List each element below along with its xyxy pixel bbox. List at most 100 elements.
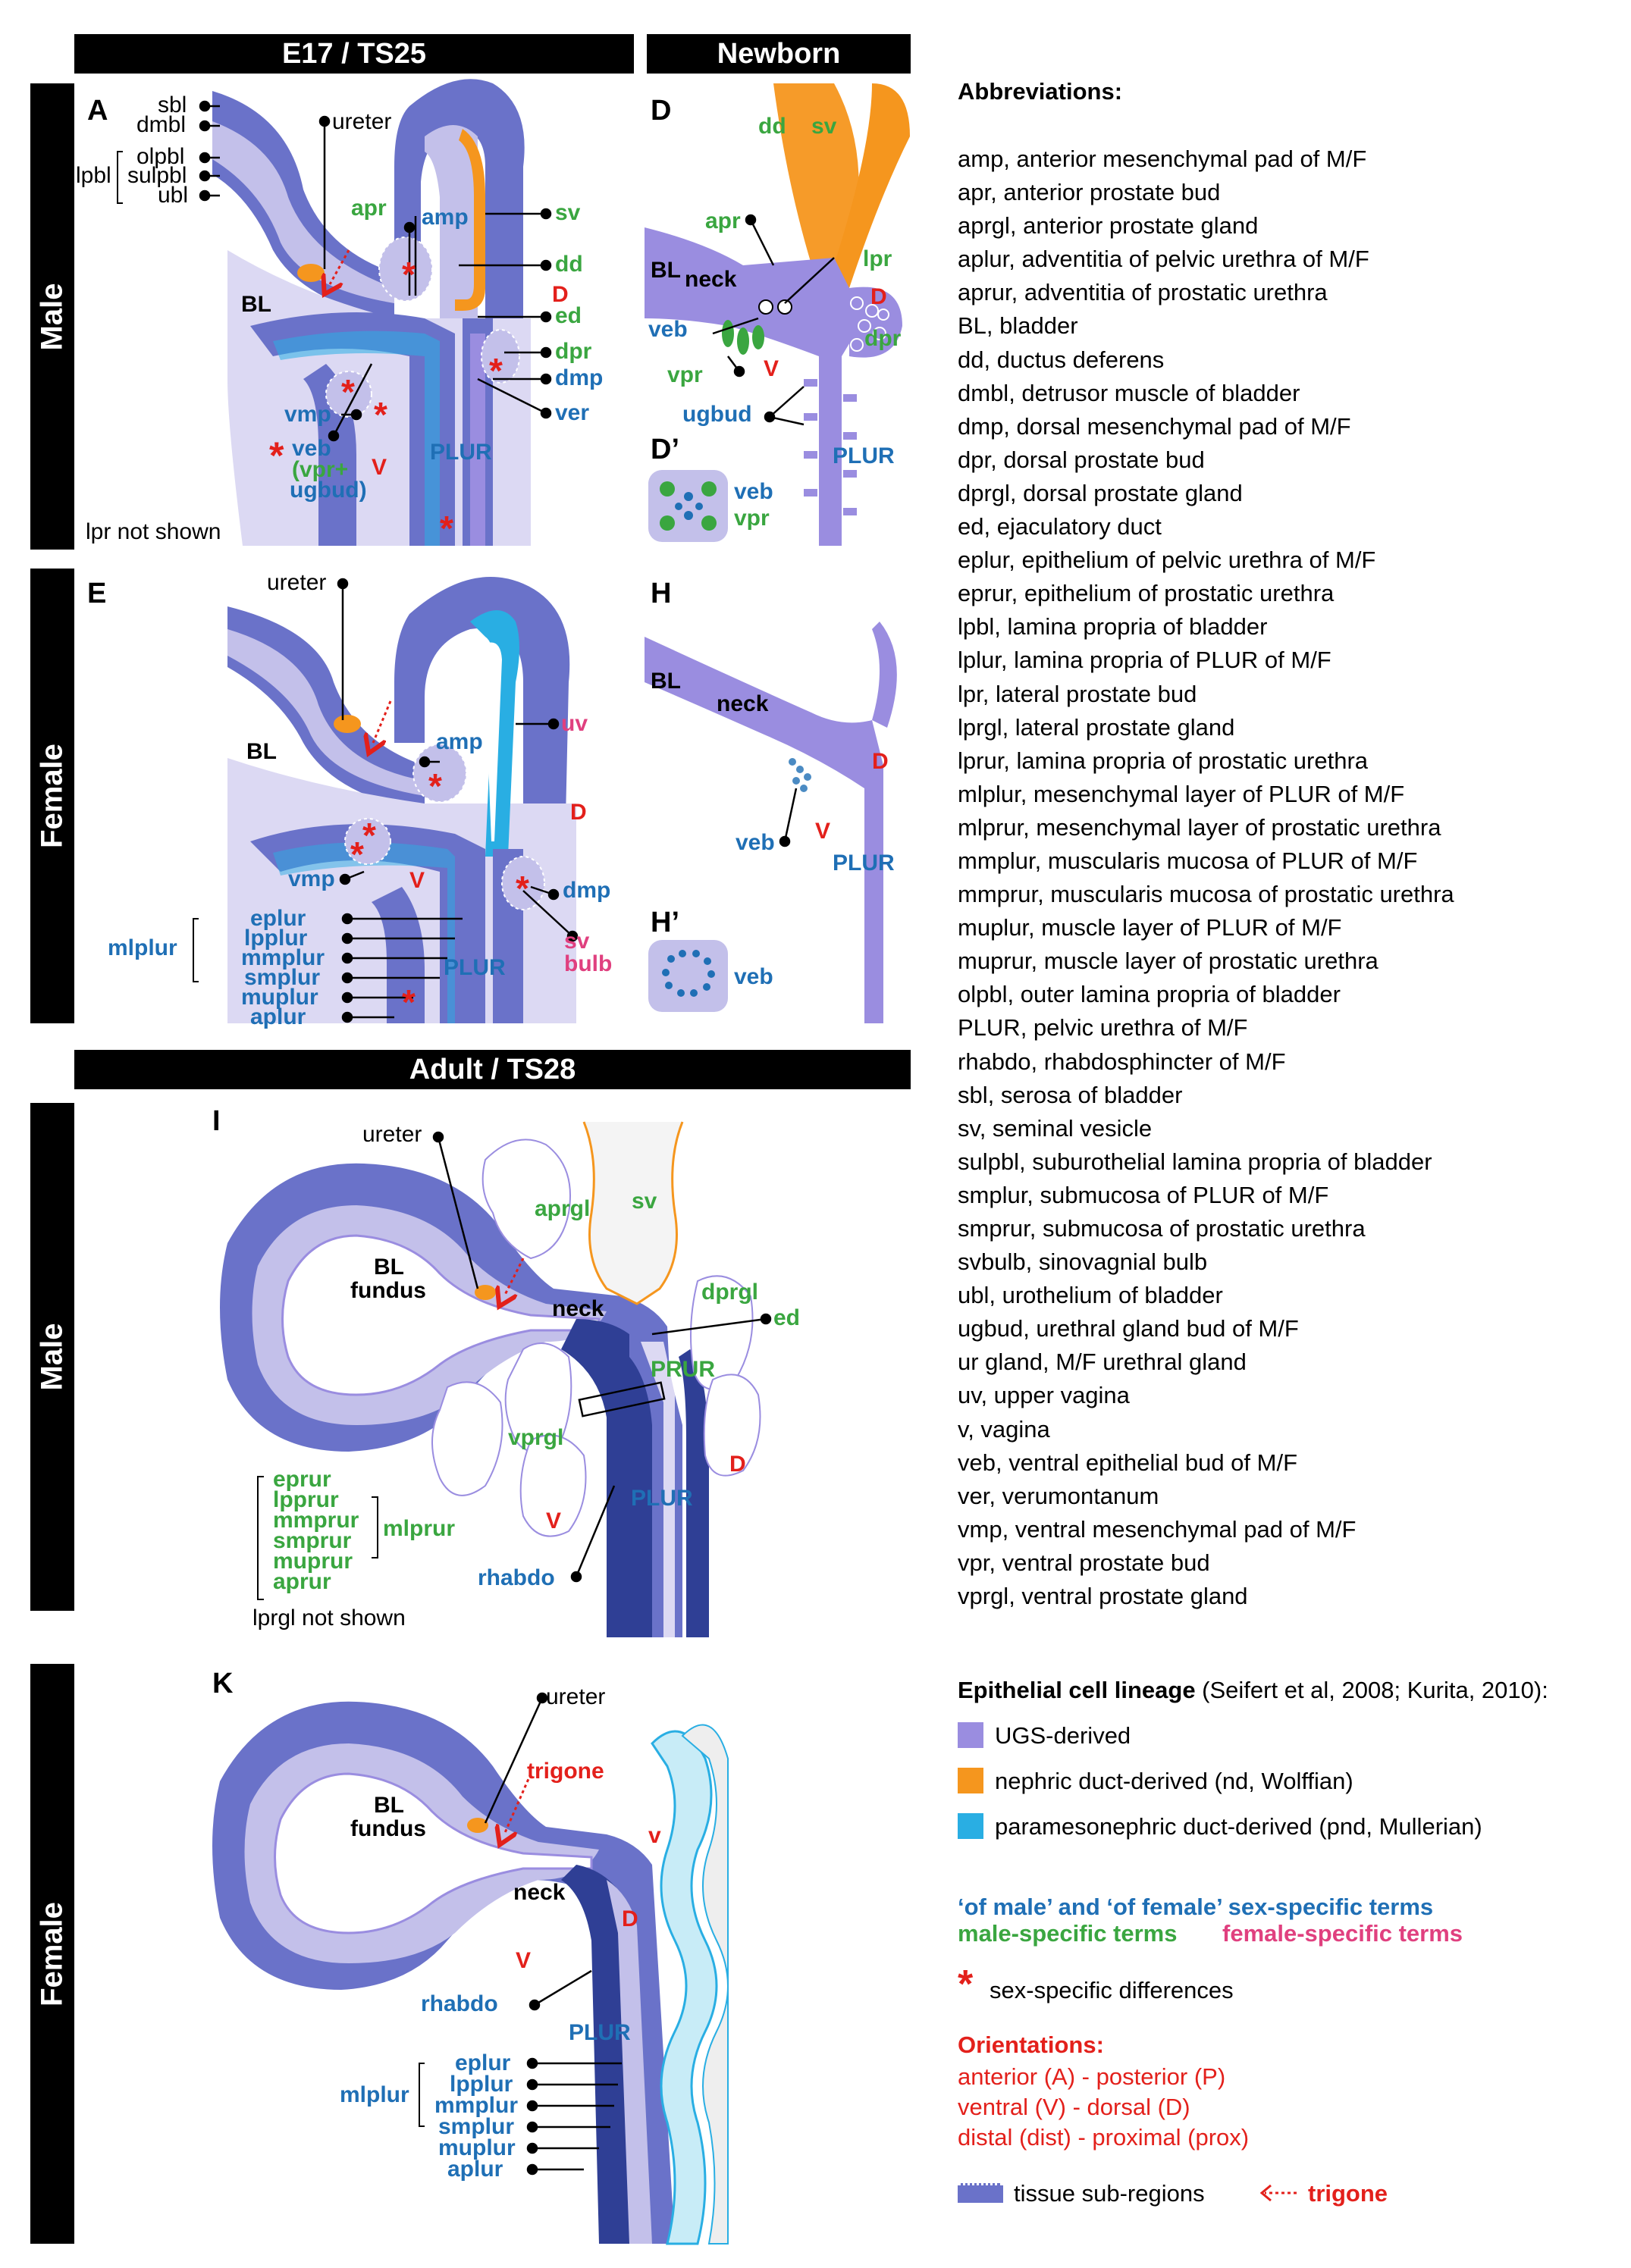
label-eplur-k: eplur — [455, 2050, 511, 2075]
legend-orient-title: Orientations: — [958, 2031, 1104, 2058]
label-ureter-a: ureter — [332, 109, 392, 134]
label-ureter-k: ureter — [546, 1684, 606, 1709]
label-v-h: V — [815, 819, 831, 844]
legend-lineage-cite: (Seifert et al, 2008; Kurita, 2010): — [1195, 1677, 1548, 1703]
label-v-k: V — [516, 1948, 532, 1973]
label-dpr-a: dpr — [555, 339, 592, 364]
abbreviation-item: sulpbl, suburothelial lamina propria of … — [958, 1148, 1432, 1175]
abbreviation-item: aprur, adventitia of prostatic urethra — [958, 279, 1328, 306]
label-neck-i: neck — [552, 1296, 604, 1321]
abbreviation-item: uv, upper vagina — [958, 1382, 1130, 1409]
label-v-i: V — [546, 1508, 562, 1533]
label-plur-h: PLUR — [833, 850, 895, 876]
label-plur-d: PLUR — [833, 443, 895, 468]
abbreviation-item: lprgl, lateral prostate gland — [958, 713, 1235, 741]
abbreviation-item: eplur, epithelium of pelvic urethra of M… — [958, 547, 1376, 574]
abbreviation-item: v, vagina — [958, 1415, 1050, 1443]
panel-label-h-prime: H’ — [651, 907, 679, 938]
abbreviation-item: veb, ventral epithelial bud of M/F — [958, 1449, 1298, 1476]
legend-orient-ap: anterior (A) - posterior (P) — [958, 2063, 1226, 2090]
abbreviation-item: eprur, epithelium of prostatic urethra — [958, 580, 1335, 607]
asterisk-a4: * — [374, 395, 387, 434]
panel-k-drawing — [212, 1692, 729, 2245]
label-mmplur-k: mmplur — [434, 2093, 519, 2118]
side-label-male-bottom: Male — [30, 1103, 74, 1611]
label-bl-d: BL — [651, 258, 681, 283]
panel-e-drawing — [193, 577, 579, 1023]
abbreviation-item: vprgl, ventral prostate gland — [958, 1583, 1248, 1610]
label-dd-a: dd — [555, 252, 583, 277]
label-sv-a: sv — [555, 200, 581, 225]
legend-ugs: UGS-derived — [995, 1722, 1131, 1749]
label-ureter-i: ureter — [362, 1122, 422, 1147]
label-dpr-d: dpr — [864, 326, 902, 351]
abbreviation-item: mmplur, muscularis mucosa of PLUR of M/F — [958, 847, 1418, 874]
label-v-d: V — [764, 356, 779, 381]
label-veb-d: veb — [648, 317, 688, 342]
label-ubl: ubl — [158, 183, 189, 208]
asterisk-e2: * — [362, 816, 376, 855]
abbreviation-item: aprgl, anterior prostate gland — [958, 212, 1259, 240]
label-veb-h: veb — [736, 830, 775, 855]
label-ugbud-a: ugbud) — [290, 478, 367, 503]
label-v-a: V — [372, 455, 387, 480]
label-muprur-i: muprur — [273, 1549, 353, 1574]
label-bl-a: BL — [241, 292, 271, 317]
abbreviation-item: lpbl, lamina propria of bladder — [958, 613, 1268, 641]
asterisk-a2: * — [489, 351, 503, 390]
label-d-h: D — [872, 749, 889, 774]
legend-of-terms: ‘of male’ and ‘of female’ sex-specific t… — [958, 1894, 1434, 1920]
side-label-male-top: Male — [30, 83, 74, 550]
label-veb-d-prime: veb — [734, 479, 773, 504]
label-lpprur-i: lpprur — [273, 1487, 339, 1512]
abbreviation-item: sbl, serosa of bladder — [958, 1081, 1183, 1108]
label-apr-d: apr — [705, 208, 741, 233]
abbreviation-item: mmprur, muscularis mucosa of prostatic u… — [958, 881, 1454, 908]
abbreviation-item: BL, bladder — [958, 312, 1078, 340]
label-eplur-e: eplur — [250, 906, 306, 931]
abbreviation-item: ur gland, M/F urethral gland — [958, 1349, 1247, 1376]
panel-label-i: I — [212, 1105, 221, 1137]
abbreviation-item: smplur, submucosa of PLUR of M/F — [958, 1181, 1329, 1208]
label-rhabdo-k: rhabdo — [421, 1991, 498, 2016]
header-adult: Adult / TS28 — [74, 1050, 911, 1089]
abbreviation-item: ver, verumontanum — [958, 1482, 1159, 1509]
panel-label-k: K — [212, 1668, 234, 1699]
label-rhabdo-i: rhabdo — [478, 1565, 555, 1590]
note-lprgl-not-shown: lprgl not shown — [252, 1605, 406, 1631]
legend-tissue-subregion-swatch — [958, 2183, 1003, 2203]
legend-swatch-ugs — [958, 1722, 983, 1748]
label-dmp-a: dmp — [555, 365, 604, 390]
label-uv-e: uv — [561, 711, 588, 736]
abbreviation-item: PLUR, pelvic urethra of M/F — [958, 1014, 1248, 1042]
asterisk-a6: * — [440, 509, 453, 548]
label-mlplur-e: mlplur — [108, 935, 177, 960]
legend-male-terms: male-specific terms — [958, 1920, 1178, 1947]
label-v-e: V — [409, 868, 425, 893]
label-mlprur-i: mlprur — [383, 1516, 456, 1541]
abbreviation-item: aplur, adventitia of pelvic urethra of M… — [958, 246, 1369, 273]
label-vpr-ugbud-a: (vpr+ — [292, 457, 349, 482]
label-aplur-e: aplur — [250, 1004, 306, 1029]
side-label-female-top: Female — [30, 569, 74, 1023]
label-sv-i: sv — [632, 1189, 657, 1214]
label-veb-a: veb — [292, 436, 331, 461]
label-plur-a: PLUR — [430, 440, 492, 465]
header-newborn: Newborn — [647, 34, 911, 74]
label-d-e: D — [570, 800, 587, 825]
abbreviation-item: olpbl, outer lamina propria of bladder — [958, 981, 1341, 1008]
label-fundus-k: fundus — [350, 1816, 426, 1841]
abbreviation-item: dmp, dorsal mesenchymal pad of M/F — [958, 412, 1351, 440]
legend-trigone: trigone — [1308, 2180, 1388, 2207]
legend-female-terms: female-specific terms — [1222, 1920, 1463, 1947]
panel-label-h: H — [651, 578, 672, 609]
legend-lineage-title: Epithelial cell lineage — [958, 1677, 1196, 1703]
panel-d-drawing — [645, 83, 910, 546]
label-plur-i: PLUR — [631, 1486, 693, 1511]
label-eprur-i: eprur — [273, 1467, 331, 1492]
label-aplur-k: aplur — [447, 2157, 503, 2182]
legend-paramesonephric: paramesonephric duct-derived (pnd, Mulle… — [995, 1813, 1482, 1840]
label-dmp-e: dmp — [563, 878, 611, 903]
abbreviation-item: ed, ejaculatory duct — [958, 513, 1162, 540]
